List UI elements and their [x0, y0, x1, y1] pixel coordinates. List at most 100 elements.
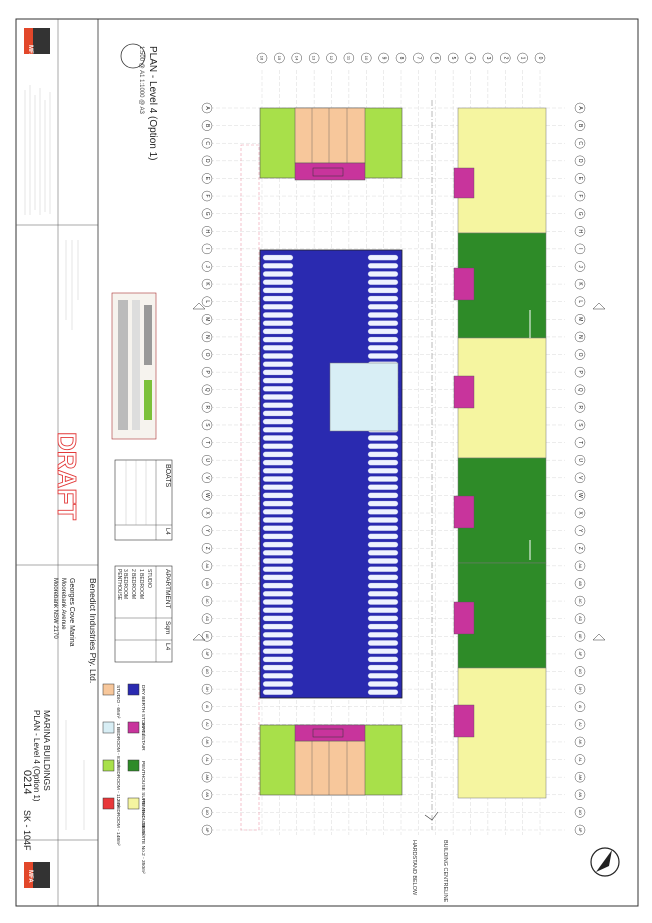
grid-bubble	[201, 278, 213, 290]
grid-bubble	[482, 52, 494, 64]
legend-label: 2 BEDROOM - 113m²	[115, 761, 121, 808]
legend-swatch	[127, 797, 140, 810]
boat-hull	[262, 377, 294, 384]
grid-col-label: 2	[502, 57, 508, 60]
boat-hull	[262, 320, 294, 326]
boat-hull	[262, 689, 294, 695]
grid-bubble	[574, 155, 586, 167]
grid-bubble	[574, 226, 586, 237]
legend-label: DRY BERTH STORAGE	[140, 685, 146, 737]
grid-row-label: AK	[205, 740, 209, 745]
boat-hull	[262, 394, 294, 400]
grid-bubble	[201, 173, 213, 184]
grid-row-label: AE	[205, 634, 209, 639]
grid-row-label: I	[204, 248, 210, 249]
grid-bubble	[274, 52, 285, 64]
grid-row-label: F	[204, 195, 210, 198]
boat-hull	[262, 254, 294, 261]
lower-pod-studios	[294, 740, 366, 796]
boat-hull	[262, 623, 294, 630]
grid-row-label: C	[204, 141, 210, 145]
grid-bubble	[201, 190, 213, 202]
grid-row-label: P	[577, 370, 583, 374]
grid-col-label: 0	[537, 57, 543, 60]
legend-label: PENTHOUSE SUITE No.2 - 350m²	[140, 799, 146, 874]
grid-col-label: 12	[329, 56, 334, 61]
grid-bubble	[201, 683, 213, 695]
grid-row-label: AC	[205, 599, 209, 604]
grid-bubble	[201, 261, 213, 272]
boat-hull	[262, 517, 294, 523]
boat-hull	[367, 640, 399, 646]
boat-hull	[262, 427, 294, 433]
grid-col-label: 15	[277, 56, 282, 61]
grid-bubble	[308, 52, 320, 64]
grid-row-label: B	[204, 124, 210, 128]
grid-row-label: A	[577, 106, 583, 110]
grid-row-label: AL	[578, 757, 582, 761]
grid-row-label: U	[577, 458, 583, 462]
grid-row-label: X	[204, 511, 210, 515]
key-plan	[111, 292, 157, 440]
site-address-line2: Moorebank NSW 2170	[52, 578, 58, 639]
grid-row-label: M	[204, 317, 210, 321]
boat-hull	[262, 336, 294, 343]
boat-hull	[367, 533, 399, 540]
boat-hull	[262, 418, 294, 425]
grid-row-label: S	[577, 423, 583, 427]
grid-row-label: I	[577, 248, 583, 249]
grid-col-label: 16	[260, 56, 265, 61]
boat-hull	[262, 279, 294, 285]
boat-hull	[262, 550, 294, 556]
boat-hull	[262, 451, 294, 458]
grid-row-label: D	[577, 159, 583, 163]
grid-row-label: V	[204, 476, 210, 480]
boat-hull	[262, 566, 294, 572]
grid-col-label: 9	[381, 57, 387, 60]
grid-bubble	[534, 52, 546, 64]
penthouse-core	[453, 267, 475, 301]
grid-bubble	[201, 226, 213, 237]
grid-bubble	[413, 52, 424, 64]
legend-label: 3 BEDROOM - 148m²	[115, 799, 121, 846]
grid-row-label: Y	[577, 529, 583, 533]
boat-hull	[367, 607, 399, 613]
boat-hull	[367, 484, 399, 490]
grid-bubble	[574, 137, 586, 149]
upper-pod-studios	[294, 107, 366, 164]
boat-hull	[262, 607, 294, 613]
boat-hull	[262, 287, 294, 294]
legend-swatch	[127, 683, 140, 696]
grid-col-label: 13	[312, 56, 317, 61]
boat-hull	[367, 271, 399, 277]
grid-row-label: G	[204, 212, 210, 216]
apartment-row: 3 BEDROOM	[122, 569, 128, 599]
legend-swatch	[102, 683, 115, 696]
grid-bubble	[201, 384, 213, 396]
grid-col-label: 1	[520, 57, 526, 60]
grid-bubble	[201, 824, 213, 836]
grid-bubble	[574, 102, 586, 114]
building-plan	[240, 107, 547, 831]
grid-bubble	[574, 542, 586, 554]
grid-bubble	[574, 366, 586, 378]
grid-row-label: Q	[204, 388, 210, 392]
grid-bubble	[201, 437, 213, 448]
grid-row-label: AL	[205, 757, 209, 761]
grid-row-label: K	[577, 282, 583, 286]
grid-bubble	[574, 736, 586, 748]
grid-bubble	[201, 419, 213, 431]
boat-hull	[262, 345, 294, 351]
grid-bubble	[574, 613, 586, 624]
boat-hull	[367, 615, 399, 622]
grid-row-label: AF	[205, 652, 209, 657]
grid-bubble	[574, 789, 586, 801]
site-name: Georges Cove Marina	[68, 578, 75, 647]
grid-row-label: AP	[205, 828, 209, 833]
boat-hull	[367, 558, 399, 564]
lower-pod-core	[294, 724, 366, 742]
grid-bubble	[447, 52, 459, 64]
grid-bubble	[201, 525, 213, 536]
grid-row-label: AE	[578, 634, 582, 639]
